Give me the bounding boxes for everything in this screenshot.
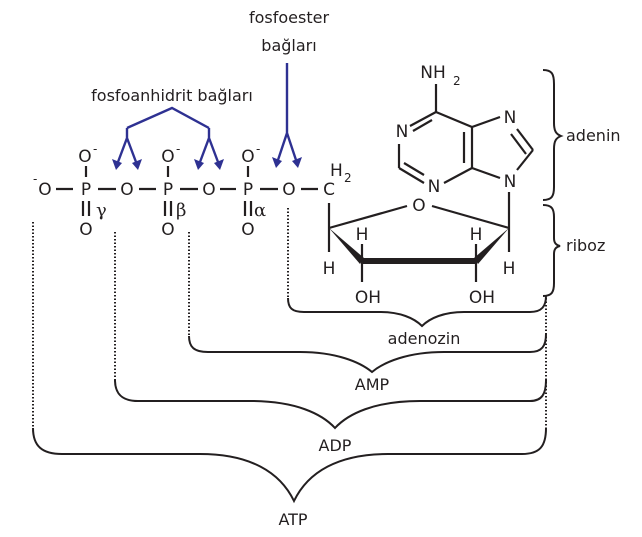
- guide-lines: [32, 208, 547, 428]
- adenine-n9: N: [504, 172, 517, 192]
- adenine-n1: N: [396, 122, 409, 142]
- phosphoester-label-line2: bağları: [261, 36, 316, 55]
- arrowhead-icon: [272, 157, 282, 168]
- adenosine-brace-group: adenozin: [287, 295, 547, 348]
- bridge-oxygen-1: O: [120, 180, 133, 200]
- terminal-oxygen: O: [38, 180, 51, 200]
- arrowhead-icon: [194, 159, 204, 170]
- atp-label: ATP: [278, 510, 307, 529]
- alpha-top-oxygen: O: [241, 147, 254, 167]
- amp-brace-group: AMP: [188, 333, 547, 394]
- beta-label: β: [176, 200, 186, 221]
- c5-hydrogen: H: [330, 161, 343, 181]
- alpha-label: α: [254, 200, 266, 221]
- ribose-brace-group: riboz: [542, 204, 605, 297]
- adenine-brace-group: adenin: [542, 69, 621, 201]
- gamma-label: γ: [96, 200, 107, 221]
- alpha-bottom-oxygen: O: [241, 220, 254, 240]
- adp-brace: [114, 379, 547, 430]
- phosphoanhydride-annotation: fosfoanhidrit bağları: [91, 86, 253, 170]
- adenine-n3: N: [428, 177, 441, 197]
- adenine-n7: N: [504, 108, 517, 128]
- wedge-bond-left: [329, 228, 364, 264]
- triphosphate-chain: - O O - P γ O O O - P β O O O - P α O: [33, 142, 318, 240]
- adenosine-brace: [287, 295, 547, 328]
- phosphoester-arrow: [276, 63, 298, 161]
- ribose-oh-c2: OH: [469, 288, 495, 308]
- terminal-charge: -: [33, 172, 37, 186]
- bridge-oxygen-2: O: [202, 180, 215, 200]
- alpha-phosphorus: P: [243, 180, 253, 200]
- phosphoester-annotation: fosfoester bağları: [249, 8, 329, 168]
- amp-label: AMP: [355, 375, 390, 394]
- bridge-oxygen-3: O: [282, 180, 295, 200]
- arrowhead-icon: [292, 157, 302, 168]
- phosphoanhydride-arrow-left: [116, 128, 138, 163]
- beta-bottom-oxygen: O: [161, 220, 174, 240]
- c5-hydrogen-subscript: 2: [344, 171, 352, 185]
- atp-brace: [32, 427, 547, 504]
- adp-label: ADP: [319, 436, 352, 455]
- adenosine-label: adenozin: [388, 329, 461, 348]
- adp-brace-group: ADP: [114, 379, 547, 455]
- gamma-bottom-oxygen: O: [79, 220, 92, 240]
- gamma-phosphorus: P: [81, 180, 91, 200]
- ribose-ring: C H 2 O H H H H OH OH: [323, 161, 516, 308]
- adenine-brace: [542, 69, 564, 201]
- ribose-h-c4-top: H: [356, 225, 369, 245]
- beta-phosphorus: P: [163, 180, 173, 200]
- gamma-charge: -: [93, 142, 97, 156]
- arrowhead-icon: [132, 159, 142, 170]
- wedge-bond-right: [474, 228, 509, 264]
- adenine-ring: NH 2 N N N N: [396, 63, 534, 228]
- amine-group: NH: [420, 63, 446, 83]
- phosphoester-label-line1: fosfoester: [249, 8, 329, 27]
- arrowhead-icon: [112, 159, 122, 170]
- atp-brace-group: ATP: [32, 427, 547, 529]
- adenine-label: adenin: [566, 126, 621, 145]
- c5-carbon: C: [323, 180, 335, 200]
- ribose-brace: [542, 204, 561, 297]
- alpha-charge: -: [256, 142, 260, 156]
- phosphoanhydride-bracket: [126, 106, 210, 130]
- beta-top-oxygen: O: [161, 147, 174, 167]
- phosphoanhydride-label: fosfoanhidrit bağları: [91, 86, 253, 105]
- beta-charge: -: [176, 142, 180, 156]
- ribose-h-c1-bottom: H: [503, 259, 516, 279]
- phosphoanhydride-arrow-right: [198, 128, 220, 163]
- arrowhead-icon: [214, 159, 224, 170]
- amine-subscript: 2: [453, 74, 461, 88]
- ring-oxygen: O: [412, 196, 425, 216]
- ribose-oh-c3: OH: [355, 288, 381, 308]
- ribose-label: riboz: [566, 236, 605, 255]
- amp-brace: [188, 333, 547, 374]
- gamma-top-oxygen: O: [78, 147, 91, 167]
- ribose-h-c1-top: H: [470, 225, 483, 245]
- ribose-h-c4-bottom: H: [323, 259, 336, 279]
